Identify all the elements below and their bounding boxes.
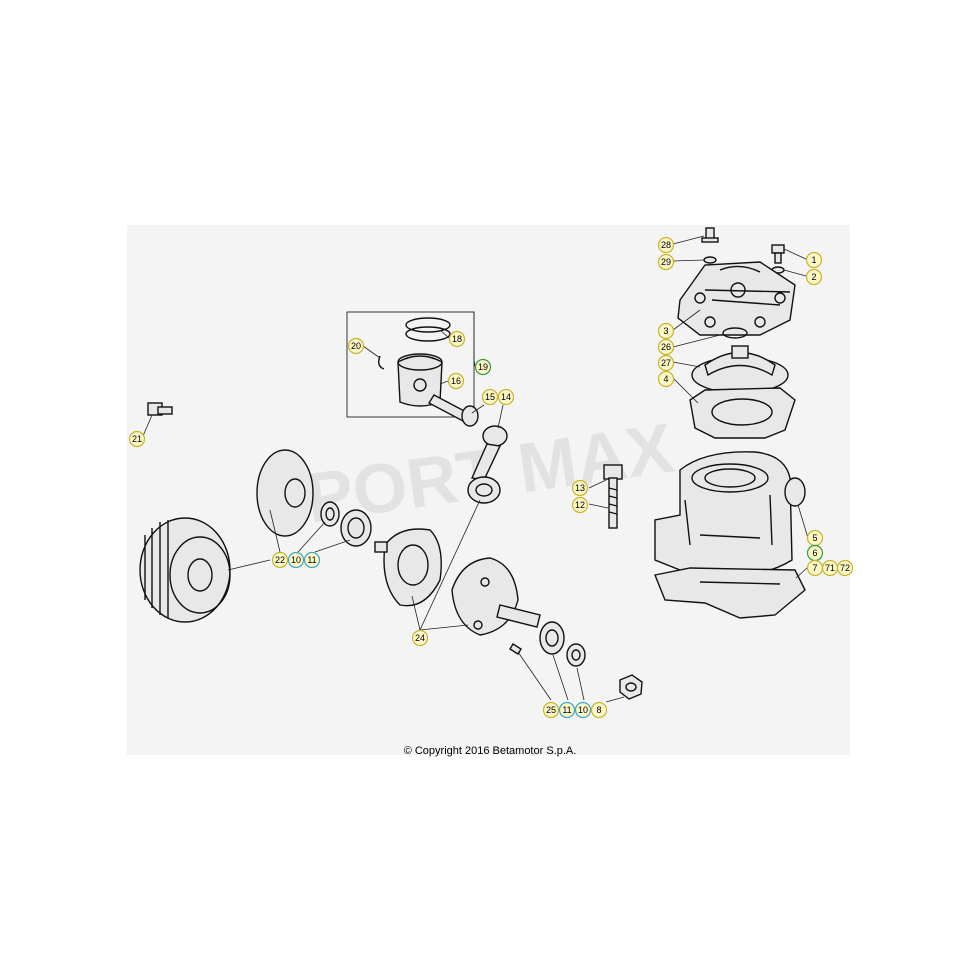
stud-12-13 <box>603 464 623 529</box>
callout: 7 <box>806 559 824 577</box>
callout: 26 <box>657 338 675 356</box>
o-ring-26 <box>722 327 748 339</box>
callout: 11 <box>558 701 576 719</box>
callout-label: 27 <box>661 358 671 368</box>
callout: 71 <box>821 559 839 577</box>
callout: 22 <box>271 551 289 569</box>
base-gasket-7 <box>654 567 806 619</box>
callout-label: 13 <box>575 483 585 493</box>
callout-label: 12 <box>575 500 585 510</box>
callout-label: 15 <box>485 392 495 402</box>
piston-rings-18 <box>405 317 451 342</box>
callout: 13 <box>571 479 589 497</box>
callout: 72 <box>836 559 854 577</box>
callout-label: 18 <box>452 334 462 344</box>
cylinder-head-3 <box>677 261 796 336</box>
callout-label: 1 <box>811 255 816 265</box>
piston-kit-box <box>346 311 475 418</box>
callout: 25 <box>542 701 560 719</box>
callout: 8 <box>590 701 608 719</box>
callout-label: 14 <box>501 392 511 402</box>
oil-seal-10-right <box>566 643 586 667</box>
callout: 27 <box>657 354 675 372</box>
head-gasket-4 <box>689 387 796 439</box>
connecting-rod-14 <box>467 425 508 504</box>
callout: 10 <box>574 701 592 719</box>
clutch-basket <box>139 517 231 623</box>
callout: 3 <box>657 322 675 340</box>
callout-label: 16 <box>451 376 461 386</box>
cylinder-head-screw-28 <box>701 227 719 243</box>
callout-label: 11 <box>562 705 571 715</box>
callout-label: 4 <box>663 374 668 384</box>
callout-label: 24 <box>415 633 425 643</box>
callout: 1 <box>805 251 823 269</box>
callout: 5 <box>806 529 824 547</box>
callout: 16 <box>447 372 465 390</box>
callout: 2 <box>805 268 823 286</box>
callout: 15 <box>481 388 499 406</box>
callout: 10 <box>287 551 305 569</box>
callout-label: 10 <box>578 705 588 715</box>
oil-seal-10-left <box>320 501 340 527</box>
callout: 6 <box>806 544 824 562</box>
callout-label: 72 <box>840 563 850 573</box>
callout-label: 2 <box>811 272 816 282</box>
callout-label: 7 <box>812 563 817 573</box>
crank-half-right <box>451 557 541 636</box>
callout: 24 <box>411 629 429 647</box>
callout-label: 8 <box>596 705 601 715</box>
callout-label: 29 <box>661 257 671 267</box>
callout: 12 <box>571 496 589 514</box>
combustion-insert-27 <box>691 345 789 394</box>
callout: 29 <box>657 253 675 271</box>
washer-29 <box>703 256 717 264</box>
needle-bearing-15 <box>461 405 479 427</box>
callout-label: 28 <box>661 240 671 250</box>
callout: 14 <box>497 388 515 406</box>
callout-label: 25 <box>546 705 556 715</box>
side-cover-22 <box>256 449 314 537</box>
callout-label: 19 <box>478 362 488 372</box>
callout: 11 <box>303 551 321 569</box>
callout: 21 <box>128 430 146 448</box>
callout: 18 <box>448 330 466 348</box>
callout-label: 71 <box>825 563 835 573</box>
callout: 20 <box>347 337 365 355</box>
drain-plug-21 <box>147 402 173 416</box>
key-25 <box>509 643 522 655</box>
callout-label: 6 <box>812 548 817 558</box>
callout: 4 <box>657 370 675 388</box>
callout: 28 <box>657 236 675 254</box>
callout-label: 22 <box>275 555 285 565</box>
leader-lines <box>142 235 809 703</box>
callout-label: 20 <box>351 341 361 351</box>
copyright-notice: © Copyright 2016 Betamotor S.p.A. <box>403 745 577 757</box>
callout: 19 <box>474 358 492 376</box>
bearing-11-left <box>340 509 372 547</box>
callout-label: 21 <box>132 434 142 444</box>
callout-label: 3 <box>663 326 668 336</box>
callout-label: 10 <box>291 555 301 565</box>
callout-label: 5 <box>812 533 817 543</box>
nut-8 <box>619 674 643 700</box>
callout-label: 11 <box>307 555 316 565</box>
crank-half-left <box>374 528 442 607</box>
callout-label: 26 <box>661 342 671 352</box>
bearing-11-right <box>539 621 565 655</box>
